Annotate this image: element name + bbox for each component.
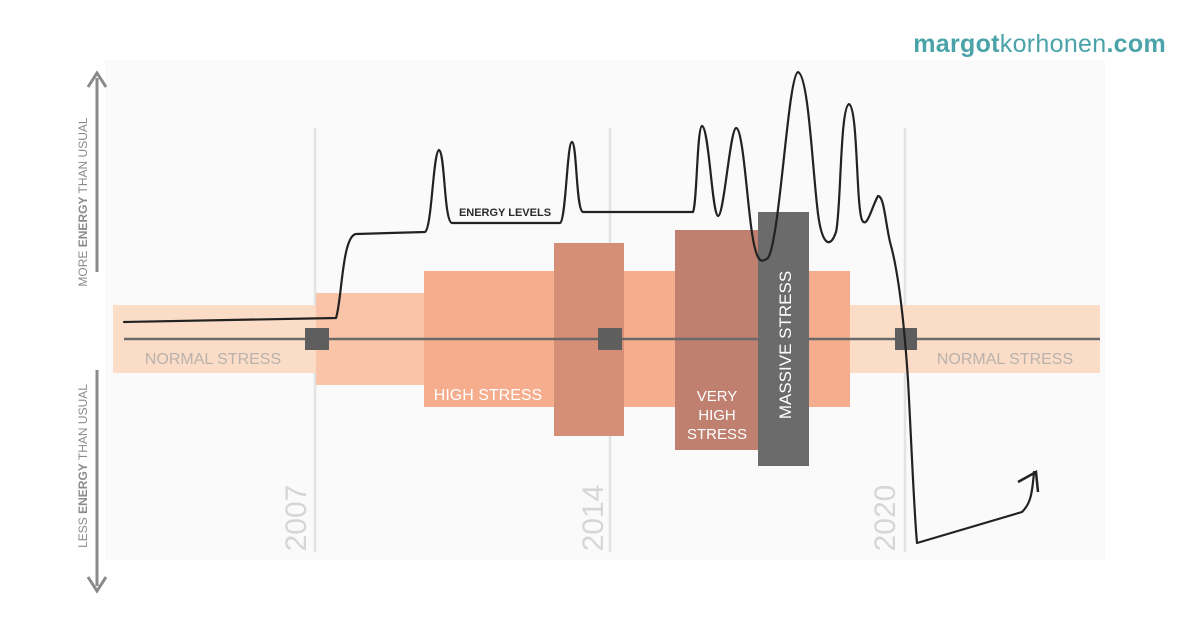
energy-level-line (122, 70, 1036, 545)
year-label-2014: 2014 (577, 485, 610, 552)
brand-part-com: .com (1106, 30, 1166, 58)
timeline-marker-2007 (305, 328, 329, 350)
axis-label-more-energy: MORE ENERGY THAN USUAL (76, 117, 90, 286)
axis-label-less-suffix: THAN USUAL (76, 384, 90, 463)
arrow-up-icon (86, 70, 108, 88)
timeline-marker-2014 (598, 328, 622, 350)
label-very-high-stress-line2: HIGH (698, 407, 736, 424)
label-high-stress: HIGH STRESS (434, 387, 542, 404)
year-label-2007: 2007 (280, 485, 313, 552)
brand-part-korhonen: korhonen (999, 30, 1107, 58)
year-label-2020: 2020 (869, 485, 902, 552)
axis-label-less-bold: ENERGY (76, 463, 90, 514)
brand-logo[interactable]: margotkorhonen.com (913, 30, 1166, 59)
label-normal-stress-right: NORMAL STRESS (937, 351, 1073, 368)
label-massive-stress: MASSIVE STRESS (776, 271, 795, 419)
axis-label-more-suffix: THAN USUAL (76, 117, 90, 196)
label-energy-levels: ENERGY LEVELS (459, 207, 551, 219)
label-normal-stress-left: NORMAL STRESS (145, 351, 281, 368)
axis-label-less-energy: LESS ENERGY THAN USUAL (76, 384, 90, 548)
energy-arrowhead (1017, 469, 1040, 493)
timeline-marker-2020 (895, 328, 917, 350)
arrow-down-icon (86, 576, 108, 594)
axis-label-more-bold: ENERGY (76, 197, 90, 248)
label-very-high-stress-line1: VERY (697, 388, 738, 405)
axis-label-less-prefix: LESS (76, 514, 90, 548)
brand-part-margot: margot (913, 30, 1000, 58)
axis-label-more-prefix: MORE (76, 247, 90, 286)
label-very-high-stress-line3: STRESS (687, 426, 747, 443)
